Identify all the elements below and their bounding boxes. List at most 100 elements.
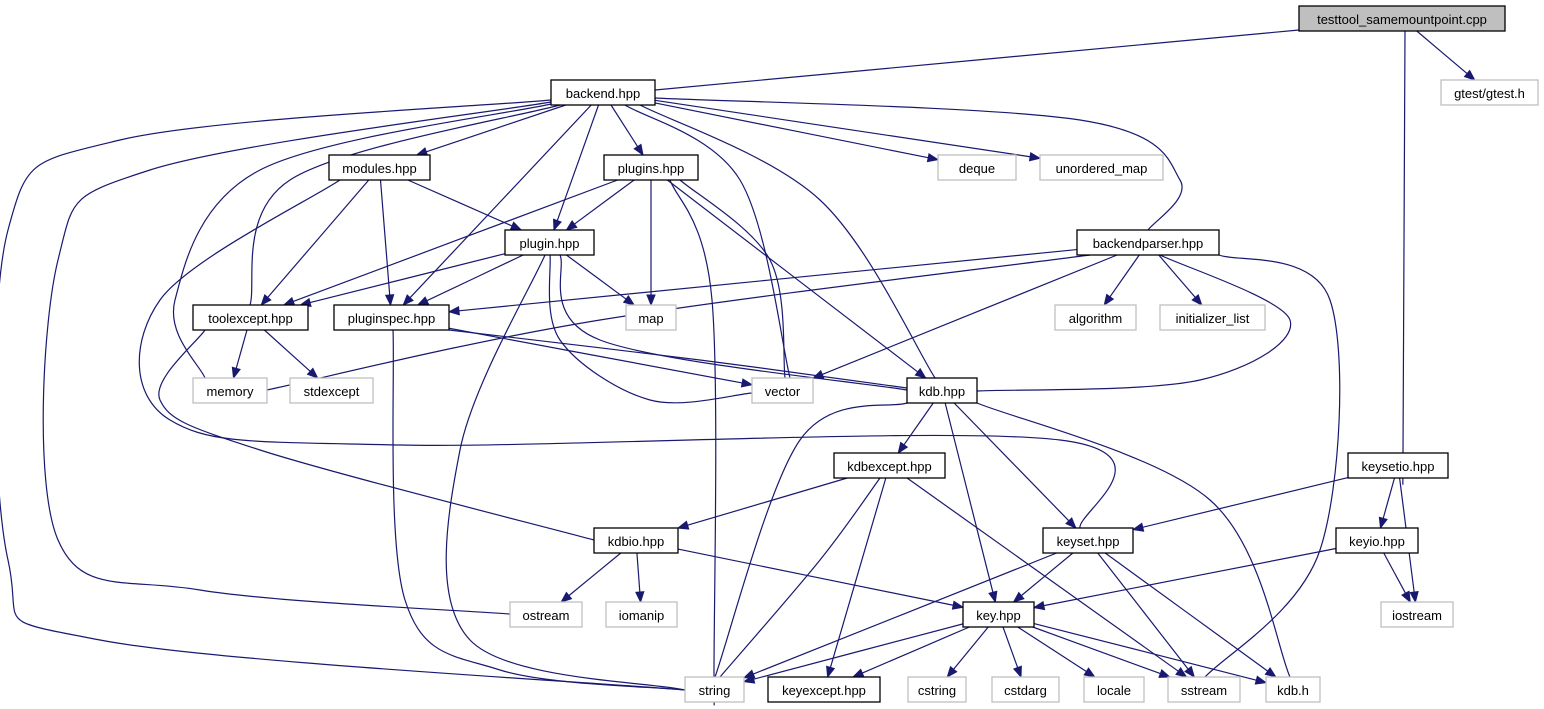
node-box bbox=[1265, 676, 1321, 703]
node-box bbox=[1054, 304, 1137, 331]
node-label: ostream bbox=[523, 608, 570, 623]
arrowhead-backend-to-deque bbox=[926, 152, 940, 163]
node-label: iostream bbox=[1392, 608, 1442, 623]
node-iomanip: iomanip bbox=[605, 601, 678, 628]
node-deque: deque bbox=[937, 154, 1017, 181]
arrowhead-key-to-cstring bbox=[946, 665, 958, 679]
edge-backend-to-plugin bbox=[556, 104, 600, 221]
arrowhead-kdbexcept-to-kdbio bbox=[676, 520, 690, 530]
node-vector: vector bbox=[751, 377, 814, 404]
arrowhead-kdbexcept-to-keyexcept bbox=[826, 665, 836, 679]
node-modules[interactable]: modules.hpp bbox=[328, 154, 431, 181]
node-label: keyio.hpp bbox=[1349, 534, 1405, 549]
edge-backendparser-to-vector bbox=[822, 254, 1118, 375]
edge-testtool-to-gtest bbox=[1416, 30, 1468, 75]
node-box bbox=[751, 377, 814, 404]
node-unordered_map: unordered_map bbox=[1039, 154, 1164, 181]
arrowhead-modules-to-toolexcept bbox=[260, 293, 272, 307]
edge-toolexcept-to-memory bbox=[235, 329, 248, 369]
node-iostream: iostream bbox=[1380, 601, 1454, 628]
node-box bbox=[833, 452, 946, 479]
node-testtool[interactable]: testtool_samemountpoint.cpp bbox=[1298, 5, 1506, 32]
edge-key-to-sstream bbox=[1032, 626, 1161, 675]
node-ostream: ostream bbox=[509, 601, 583, 628]
node-label: cstring bbox=[918, 683, 956, 698]
edge-kdbexcept-to-sstream bbox=[906, 477, 1179, 672]
edge-kdbexcept-to-keyexcept bbox=[829, 477, 887, 668]
edge-plugins-to-string bbox=[669, 179, 717, 706]
node-key[interactable]: key.hpp bbox=[962, 601, 1035, 628]
node-backendparser[interactable]: backendparser.hpp bbox=[1076, 229, 1220, 256]
arrowhead-plugins-to-plugin bbox=[565, 219, 578, 231]
node-backend[interactable]: backend.hpp bbox=[550, 79, 656, 106]
node-box bbox=[937, 154, 1017, 181]
node-kdbhpp[interactable]: kdb.hpp bbox=[906, 377, 978, 404]
arrowhead-keyset-to-sstream bbox=[1184, 665, 1196, 679]
node-box bbox=[767, 676, 881, 703]
node-keysetio[interactable]: keysetio.hpp bbox=[1347, 452, 1449, 479]
arrowhead-key-to-sstream bbox=[1158, 668, 1172, 678]
edge-kdbio-to-key bbox=[677, 548, 954, 606]
arrowhead-plugins-to-kdbhpp bbox=[914, 367, 927, 379]
node-box bbox=[289, 377, 374, 404]
node-box bbox=[1076, 229, 1220, 256]
edge-backendparser-to-pluginspec bbox=[458, 248, 1078, 312]
arrowhead-backend-to-pluginspec bbox=[402, 294, 414, 306]
node-kdbexcept[interactable]: kdbexcept.hpp bbox=[833, 452, 946, 479]
arrowhead-key-to-cstdarg bbox=[1012, 665, 1022, 679]
arrowhead-testtool-to-gtest bbox=[1463, 69, 1476, 81]
arrowhead-pluginspec-to-vector bbox=[740, 378, 754, 388]
node-memory: memory bbox=[192, 377, 268, 404]
arrowhead-backend-to-unordered_map bbox=[1028, 151, 1042, 162]
node-box bbox=[192, 304, 309, 331]
edge-kdbio-to-iomanip bbox=[636, 552, 641, 593]
node-label: memory bbox=[207, 384, 254, 399]
node-label: pluginspec.hpp bbox=[348, 311, 435, 326]
node-plugin[interactable]: plugin.hpp bbox=[504, 229, 595, 256]
arrowhead-keysetio-to-iostream bbox=[1409, 590, 1419, 604]
arrowhead-kdbio-to-key bbox=[951, 600, 965, 610]
node-label: backend.hpp bbox=[566, 86, 640, 101]
node-kdbio[interactable]: kdbio.hpp bbox=[593, 527, 679, 554]
node-label: kdbexcept.hpp bbox=[847, 459, 932, 474]
node-box bbox=[991, 676, 1060, 703]
arrowhead-toolexcept-to-memory bbox=[231, 366, 241, 380]
arrowhead-backendparser-to-pluginspec bbox=[447, 306, 460, 316]
edge-plugins-to-kdbhpp bbox=[666, 179, 919, 373]
arrowhead-keyset-to-key bbox=[1012, 591, 1025, 603]
arrowhead-kdbio-to-ostream bbox=[560, 591, 573, 603]
edge-key-to-keyexcept bbox=[862, 626, 970, 674]
node-label: algorithm bbox=[1069, 311, 1122, 326]
edge-kdbhpp-to-keyset bbox=[953, 402, 1070, 522]
node-map: map bbox=[625, 304, 677, 331]
node-keyio[interactable]: keyio.hpp bbox=[1335, 527, 1419, 554]
node-box bbox=[1440, 79, 1539, 106]
edge-kdbhpp-to-kdbexcept bbox=[903, 402, 934, 446]
node-keyexcept[interactable]: keyexcept.hpp bbox=[767, 676, 881, 703]
node-toolexcept[interactable]: toolexcept.hpp bbox=[192, 304, 309, 331]
node-keyset[interactable]: keyset.hpp bbox=[1042, 527, 1134, 554]
node-pluginspec[interactable]: pluginspec.hpp bbox=[333, 304, 450, 331]
arrowhead-key-to-string bbox=[742, 674, 756, 684]
edge-plugin-to-toolexcept bbox=[309, 253, 506, 304]
arrowhead-plugin-to-map bbox=[622, 294, 636, 306]
node-box bbox=[1167, 676, 1241, 703]
node-label: stdexcept bbox=[304, 384, 360, 399]
arrowhead-backendparser-to-initializer_list bbox=[1191, 293, 1203, 307]
node-plugins[interactable]: plugins.hpp bbox=[603, 154, 699, 181]
node-box bbox=[603, 154, 699, 181]
node-string: string bbox=[684, 676, 745, 703]
edge-keysetio-to-keyset bbox=[1142, 477, 1349, 528]
edge-keysetio-to-keyio bbox=[1382, 477, 1396, 519]
node-box bbox=[906, 377, 978, 404]
node-label: modules.hpp bbox=[342, 161, 416, 176]
node-box bbox=[333, 304, 450, 331]
node-label: map bbox=[638, 311, 663, 326]
node-label: keyset.hpp bbox=[1057, 534, 1120, 549]
edge-keyio-to-key bbox=[1043, 547, 1337, 607]
node-box bbox=[1298, 5, 1506, 32]
node-label: toolexcept.hpp bbox=[208, 311, 293, 326]
edge-backendparser-to-algorithm bbox=[1109, 254, 1140, 298]
node-box bbox=[192, 377, 268, 404]
